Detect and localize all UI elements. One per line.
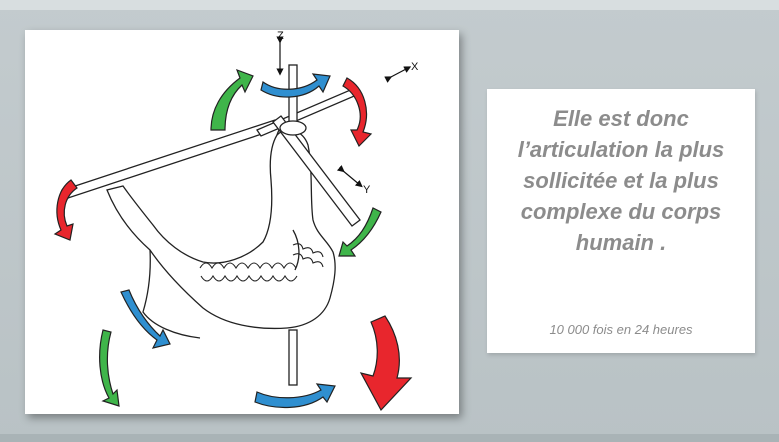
slide-top-strip [0, 0, 779, 10]
mandible-diagram-card: Z X Y [25, 30, 459, 414]
main-statement: Elle est donc l’articulation la plus sol… [497, 103, 745, 258]
mandible-diagram: Z X Y [25, 30, 459, 414]
rotation-arrows [55, 70, 411, 410]
frequency-caption: 10 000 fois en 24 heures [497, 322, 745, 337]
explanation-card: Elle est donc l’articulation la plus sol… [487, 89, 755, 353]
green-rotation-arrow-top [211, 70, 253, 130]
x-axis-label: X [411, 61, 419, 73]
z-axis-label: Z [277, 30, 284, 42]
blue-movement-arrow-left [121, 290, 170, 348]
red-rotation-arrow-top [343, 78, 371, 146]
slide-bottom-strip [0, 434, 779, 442]
y-axis-label: Y [363, 184, 371, 196]
red-downward-arrow [361, 316, 411, 410]
x-axis-rod [61, 88, 359, 200]
blue-rotation-arrow-bottom [255, 384, 335, 407]
red-rotation-arrow-left [55, 180, 77, 240]
green-rotation-arrow-bottom [100, 330, 119, 406]
